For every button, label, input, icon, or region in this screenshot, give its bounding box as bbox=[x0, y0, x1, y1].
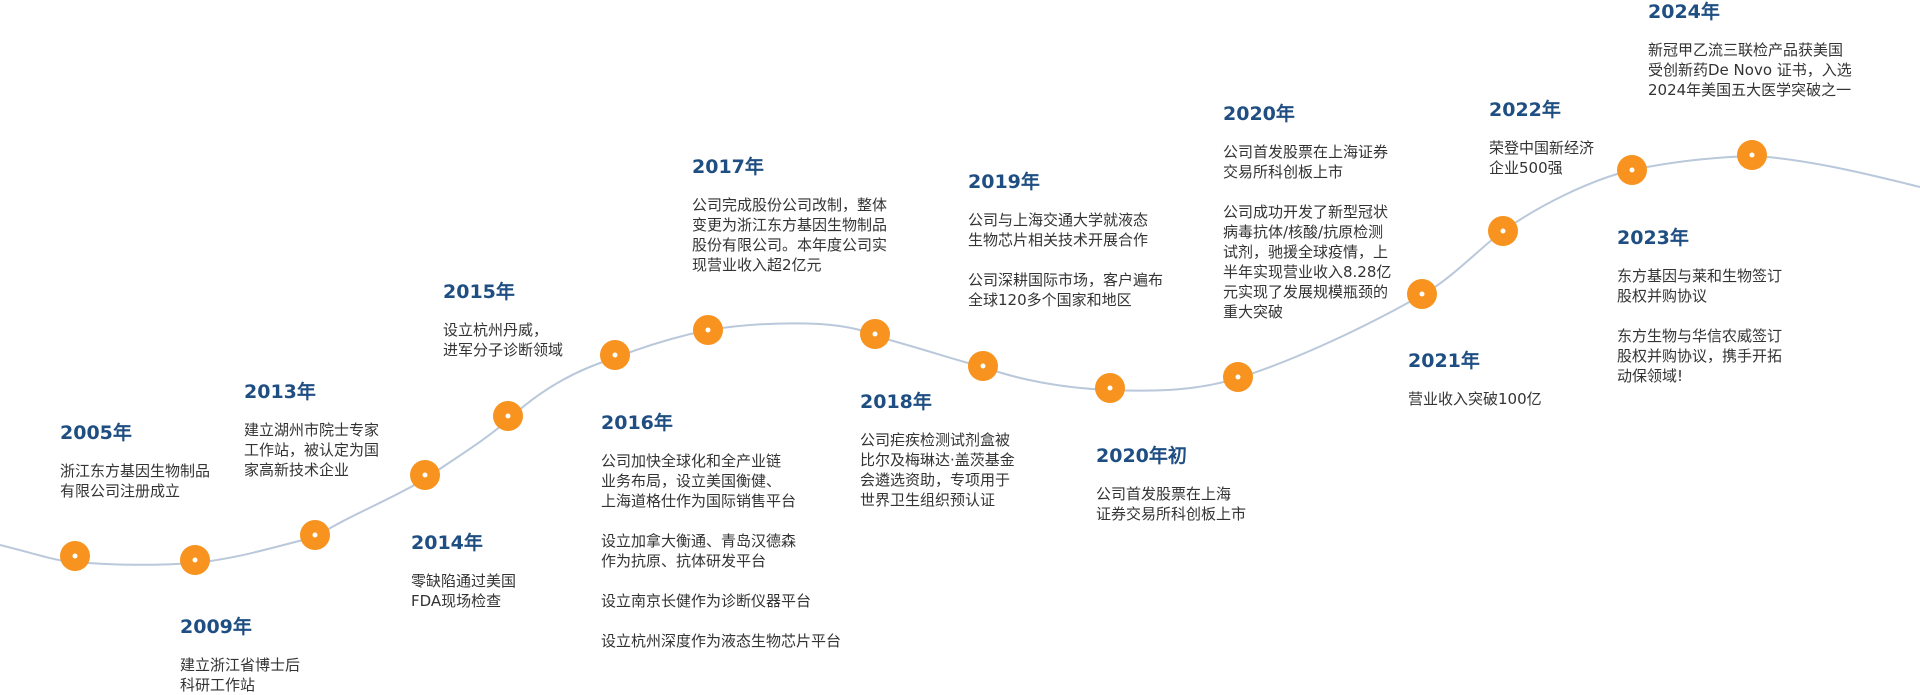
timeline-node-center bbox=[705, 327, 711, 333]
milestone-text: 新冠甲乙流三联检产品获美国 受创新药De Novo 证书，入选 2024年美国五… bbox=[1648, 41, 1852, 99]
milestone-year: 2009年 bbox=[180, 616, 252, 638]
milestone-year: 2024年 bbox=[1648, 1, 1720, 23]
milestone-2018: 2018年 公司疟疾检测试剂盒被 比尔及梅琳达·盖茨基金 会遴选资助，专项用于 … bbox=[860, 390, 1015, 510]
timeline-node-center bbox=[1500, 228, 1506, 234]
milestone-text: 东方基因与莱和生物签订 股权并购协议 bbox=[1617, 267, 1783, 305]
milestone-2017: 2017年 公司完成股份公司改制，整体 变更为浙江东方基因生物制品 股份有限公司… bbox=[692, 155, 887, 275]
milestone-text: 浙江东方基因生物制品 有限公司注册成立 bbox=[60, 462, 211, 500]
milestone-2024: 2024年 新冠甲乙流三联检产品获美国 受创新药De Novo 证书，入选 20… bbox=[1648, 0, 1852, 100]
milestone-text: 公司完成股份公司改制，整体 变更为浙江东方基因生物制品 股份有限公司。本年度公司… bbox=[692, 196, 888, 274]
timeline-node-center bbox=[1419, 291, 1425, 297]
milestone-2016: 2016年 公司加快全球化和全产业链 业务布局，设立美国衡健、 上海道格仕作为国… bbox=[601, 411, 841, 651]
timeline-node-center bbox=[312, 532, 318, 538]
milestone-2014: 2014年 零缺陷通过美国 FDA现场检查 bbox=[411, 531, 516, 611]
milestone-2019: 2019年 公司与上海交通大学就液态 生物芯片相关技术开展合作 公司深耕国际市场… bbox=[968, 170, 1163, 310]
milestone-2022: 2022年 荣登中国新经济 企业500强 bbox=[1489, 98, 1594, 178]
timeline-node-center bbox=[192, 557, 198, 563]
milestone-text: 建立浙江省博士后 科研工作站 bbox=[180, 656, 301, 694]
milestone-text: 荣登中国新经济 企业500强 bbox=[1489, 139, 1595, 177]
milestone-year: 2020年初 bbox=[1096, 445, 1187, 467]
milestone-2021: 2021年 营业收入突破100亿 bbox=[1408, 349, 1542, 409]
milestone-text: 零缺陷通过美国 FDA现场检查 bbox=[411, 572, 517, 610]
milestone-2020-early: 2020年初 公司首发股票在上海 证券交易所科创板上市 bbox=[1096, 444, 1246, 524]
milestone-2023: 2023年 东方基因与莱和生物签订 股权并购协议 东方生物与华信农威签订 股权并… bbox=[1617, 226, 1782, 386]
timeline-node-center bbox=[72, 553, 78, 559]
milestone-year: 2018年 bbox=[860, 391, 932, 413]
timeline-node-center bbox=[612, 352, 618, 358]
milestone-year: 2023年 bbox=[1617, 227, 1689, 249]
milestone-text: 公司深耕国际市场，客户遍布 全球120多个国家和地区 bbox=[968, 271, 1164, 309]
milestone-year: 2017年 bbox=[692, 156, 764, 178]
milestone-year: 2014年 bbox=[411, 532, 483, 554]
milestone-text: 公司与上海交通大学就液态 生物芯片相关技术开展合作 bbox=[968, 211, 1149, 249]
timeline-node-center bbox=[980, 363, 986, 369]
milestone-text: 公司成功开发了新型冠状 病毒抗体/核酸/抗原检测 试剂，驰援全球疫情，上 半年实… bbox=[1223, 203, 1392, 321]
timeline-node-center bbox=[505, 413, 511, 419]
milestone-2013: 2013年 建立湖州市院士专家 工作站，被认定为国 家高新技术企业 bbox=[244, 380, 379, 480]
milestone-year: 2020年 bbox=[1223, 103, 1295, 125]
milestone-text: 公司首发股票在上海 证券交易所科创板上市 bbox=[1096, 485, 1247, 523]
milestone-year: 2016年 bbox=[601, 412, 673, 434]
timeline-node-center bbox=[872, 331, 878, 337]
timeline-node-center bbox=[1629, 167, 1635, 173]
timeline-node-center bbox=[1235, 374, 1241, 380]
milestone-2015: 2015年 设立杭州丹威， 进军分子诊断领域 bbox=[443, 280, 563, 360]
milestone-year: 2013年 bbox=[244, 381, 316, 403]
milestone-2005: 2005年 浙江东方基因生物制品 有限公司注册成立 bbox=[60, 421, 210, 501]
milestone-text: 建立湖州市院士专家 工作站，被认定为国 家高新技术企业 bbox=[244, 421, 380, 479]
milestone-year: 2015年 bbox=[443, 281, 515, 303]
timeline-node-center bbox=[1107, 385, 1113, 391]
timeline-node-center bbox=[1749, 152, 1755, 158]
milestone-text: 设立杭州丹威， 进军分子诊断领域 bbox=[443, 321, 564, 359]
milestone-text: 公司首发股票在上海证券 交易所科创板上市 bbox=[1223, 143, 1389, 181]
milestone-2009: 2009年 建立浙江省博士后 科研工作站 bbox=[180, 615, 300, 695]
milestone-year: 2005年 bbox=[60, 422, 132, 444]
milestone-2020: 2020年 公司首发股票在上海证券 交易所科创板上市 公司成功开发了新型冠状 病… bbox=[1223, 102, 1391, 322]
milestone-text: 营业收入突破100亿 bbox=[1408, 390, 1542, 408]
milestone-text: 东方生物与华信农威签订 股权并购协议，携手开拓 动保领域! bbox=[1617, 327, 1783, 385]
milestone-text: 设立南京长健作为诊断仪器平台 bbox=[601, 592, 812, 610]
milestone-text: 设立加拿大衡通、青岛汉德森 作为抗原、抗体研发平台 bbox=[601, 532, 797, 570]
milestone-year: 2021年 bbox=[1408, 350, 1480, 372]
milestone-year: 2019年 bbox=[968, 171, 1040, 193]
milestone-text: 公司疟疾检测试剂盒被 比尔及梅琳达·盖茨基金 会遴选资助，专项用于 世界卫生组织… bbox=[860, 431, 1015, 509]
milestone-year: 2022年 bbox=[1489, 99, 1561, 121]
timeline-node-center bbox=[422, 472, 428, 478]
milestone-text: 设立杭州深度作为液态生物芯片平台 bbox=[601, 632, 842, 650]
milestone-text: 公司加快全球化和全产业链 业务布局，设立美国衡健、 上海道格仕作为国际销售平台 bbox=[601, 452, 797, 510]
